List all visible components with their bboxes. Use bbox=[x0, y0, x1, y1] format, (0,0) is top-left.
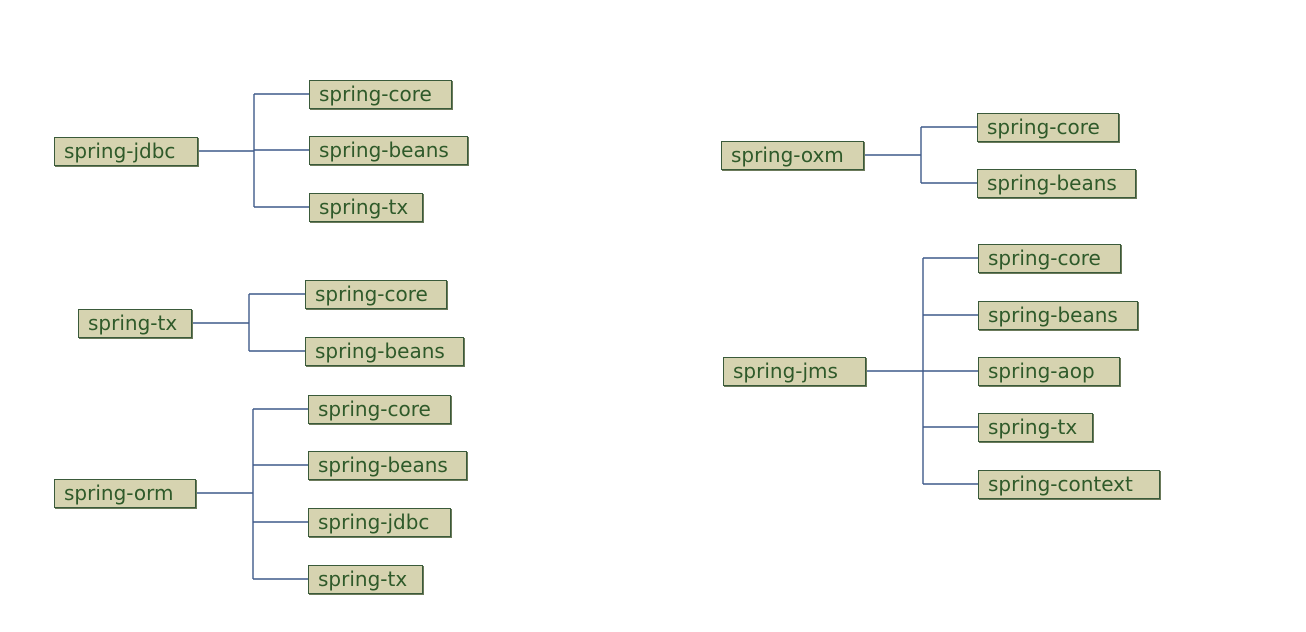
dependency-node: spring-beans bbox=[978, 301, 1138, 330]
dependency-node: spring-jdbc bbox=[308, 508, 451, 537]
dependency-node: spring-tx bbox=[308, 565, 423, 594]
dependency-node: spring-context bbox=[978, 470, 1160, 499]
tree-root-spring-jdbc: spring-jdbc bbox=[54, 137, 198, 166]
dependency-node: spring-beans bbox=[309, 136, 468, 165]
dependency-node: spring-core bbox=[977, 113, 1119, 142]
dependency-node: spring-core bbox=[309, 80, 452, 109]
dependency-node: spring-beans bbox=[305, 337, 464, 366]
tree-root-spring-jms: spring-jms bbox=[723, 357, 866, 386]
dependency-node: spring-core bbox=[308, 395, 451, 424]
tree-root-spring-orm: spring-orm bbox=[54, 479, 196, 508]
dependency-node: spring-core bbox=[978, 244, 1121, 273]
dependency-node: spring-beans bbox=[308, 451, 467, 480]
dependency-node: spring-beans bbox=[977, 169, 1136, 198]
dependency-node: spring-core bbox=[305, 280, 447, 309]
dependency-node: spring-tx bbox=[978, 413, 1093, 442]
dependency-node: spring-tx bbox=[309, 193, 423, 222]
tree-root-spring-oxm: spring-oxm bbox=[721, 141, 864, 170]
tree-root-spring-tx: spring-tx bbox=[78, 309, 192, 338]
dependency-node: spring-aop bbox=[978, 357, 1120, 386]
